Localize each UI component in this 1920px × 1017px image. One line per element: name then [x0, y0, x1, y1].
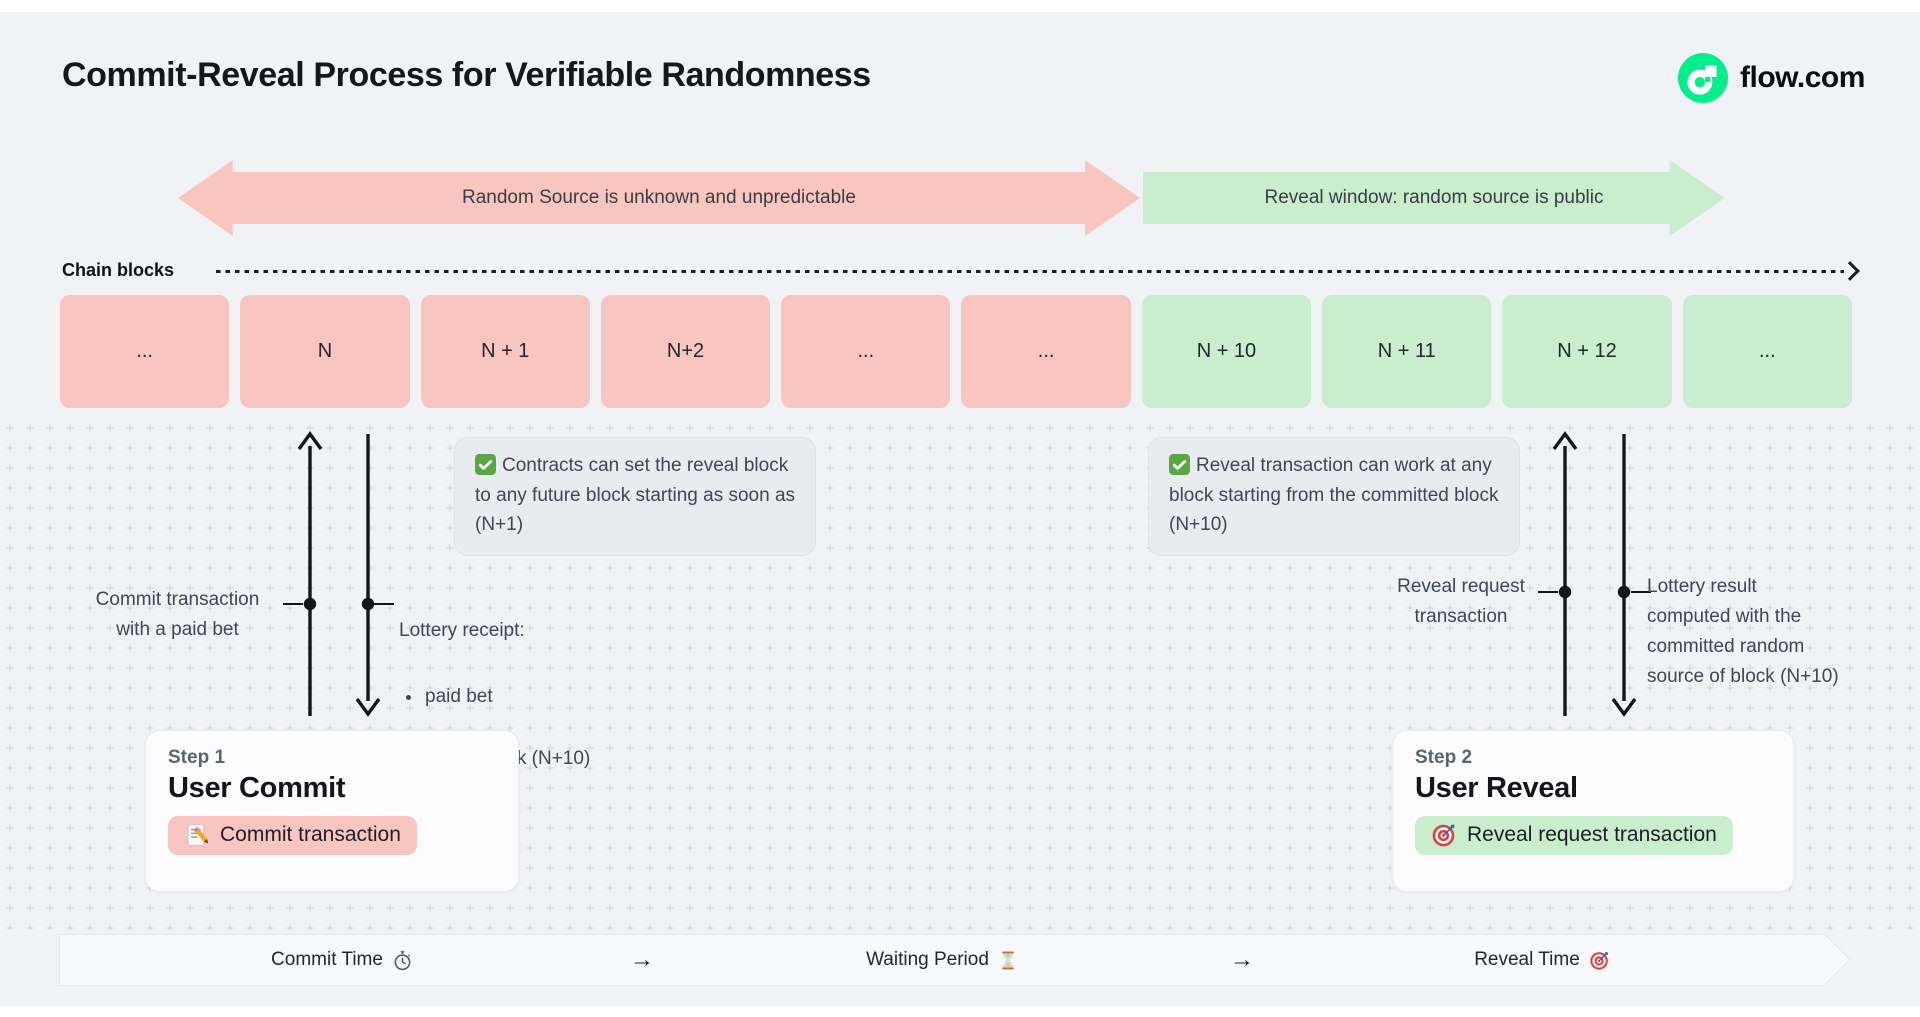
reveal-phase-band: Reveal window: random source is public	[1143, 160, 1725, 236]
lottery-receipt-title: Lottery receipt:	[399, 620, 525, 641]
chain-block: N+2	[600, 295, 771, 408]
chain-block: N + 10	[1141, 295, 1312, 408]
step-2-card: Step 2 User Reveal Reveal request transa…	[1392, 730, 1794, 892]
chain-block: N + 1	[420, 295, 590, 408]
hourglass-icon	[998, 950, 1018, 971]
chain-block: N	[240, 295, 410, 408]
reveal-request-pill: Reveal request transaction	[1415, 816, 1733, 855]
timeline-reveal-label: Reveal Time	[1474, 949, 1580, 970]
chain-axis-dotted-line	[216, 270, 1844, 273]
unknown-phase-band: Random Source is unknown and unpredictab…	[178, 160, 1140, 236]
timeline-arrow-2: →	[1230, 946, 1254, 973]
timeline-waiting-period: Waiting Period	[842, 949, 1042, 971]
check-icon	[475, 454, 496, 475]
lottery-result-label: Lottery result computed with the committ…	[1647, 576, 1839, 687]
brand-name: flow.com	[1740, 61, 1865, 94]
commit-note-box: Contracts can set the reveal block to an…	[454, 437, 816, 556]
target-icon	[1589, 950, 1610, 971]
lottery-receipt-item: paid bet	[423, 682, 659, 712]
step-2-action-label: Reveal request transaction	[1467, 823, 1717, 846]
commit-transaction-label: Commit transaction with a paid bet	[95, 589, 260, 640]
step-1-label: Step 1	[168, 747, 226, 768]
step-1-action-label: Commit transaction	[220, 823, 401, 846]
chain-block: ...	[781, 295, 951, 408]
chain-blocks-row: ... N N + 1 N+2 ... ... N + 10 N + 11 N …	[60, 295, 1852, 408]
timeline-commit-time: Commit Time	[242, 949, 442, 971]
step-1-title: User Commit	[168, 772, 346, 804]
flow-logo-icon	[1678, 53, 1728, 103]
chain-block: ...	[60, 295, 230, 408]
step-2-title: User Reveal	[1415, 772, 1578, 804]
reveal-note-box: Reveal transaction can work at any block…	[1148, 437, 1520, 556]
chain-block: ...	[1682, 295, 1852, 408]
reveal-request-label: Reveal request transaction	[1397, 576, 1525, 627]
commit-note-text: Contracts can set the reveal block to an…	[475, 455, 796, 535]
check-icon	[1169, 454, 1190, 475]
timeline-commit-label: Commit Time	[271, 949, 383, 970]
stopwatch-icon	[392, 950, 413, 971]
reveal-note-text: Reveal transaction can work at any block…	[1169, 455, 1499, 535]
target-icon	[1431, 822, 1457, 848]
page-title: Commit-Reveal Process for Verifiable Ran…	[62, 56, 871, 94]
chain-block: N + 12	[1502, 295, 1672, 408]
reveal-phase-label: Reveal window: random source is public	[1264, 187, 1604, 208]
timeline-waiting-label: Waiting Period	[866, 949, 989, 970]
chain-block: ...	[961, 295, 1131, 408]
timeline-arrow-1: →	[630, 946, 654, 973]
memo-icon	[184, 822, 210, 848]
brand-logo[interactable]: flow.com	[1678, 53, 1865, 103]
commit-transaction-pill: Commit transaction	[168, 816, 417, 855]
step-2-label: Step 2	[1415, 747, 1473, 768]
timeline-reveal-time: Reveal Time	[1442, 949, 1642, 971]
step-1-card: Step 1 User Commit Commit transaction	[145, 730, 519, 892]
timeline-bar: Commit Time → Waiting Period	[59, 934, 1824, 986]
chain-blocks-label: Chain blocks	[62, 260, 175, 280]
unknown-phase-label: Random Source is unknown and unpredictab…	[462, 187, 856, 208]
chain-block: N + 11	[1322, 295, 1492, 408]
